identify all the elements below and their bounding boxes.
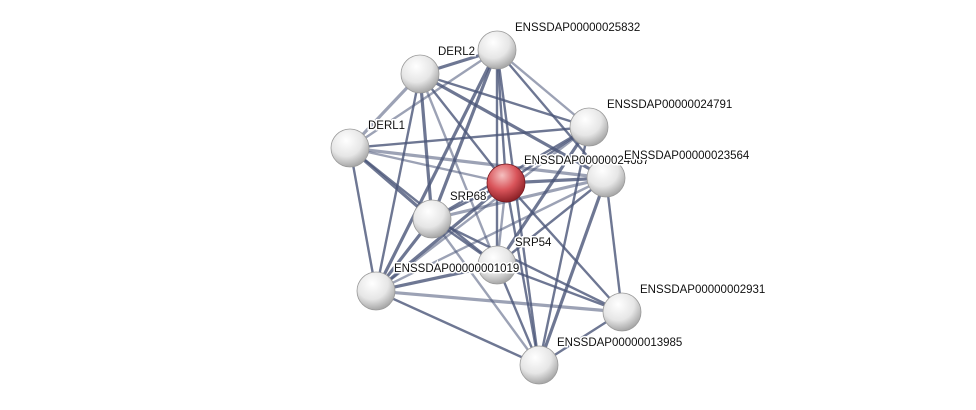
edge-derl2-srp68 (418, 73, 434, 220)
edge-n25832-center (495, 49, 508, 184)
edge-n25832-n13985 (495, 49, 541, 366)
node-label-n2931: ENSSDAP00000002931 (640, 284, 765, 296)
edge-n23564-n19 (375, 176, 607, 293)
edge-n25832-n24791 (496, 49, 590, 128)
node-srp54[interactable] (477, 245, 517, 285)
edge-srp54-n2931 (496, 263, 623, 314)
node-n13985[interactable] (519, 345, 559, 385)
edge-n24791-srp54 (495, 126, 591, 266)
edge-derl2-srp54 (418, 73, 499, 266)
edge-derl1-n19 (348, 147, 378, 292)
edge-srp68-n2931 (431, 217, 623, 314)
edge-derl2-n19 (374, 73, 422, 292)
node-center[interactable] (486, 163, 526, 203)
edge-derl1-n24791 (349, 125, 590, 150)
edge-n25832-n19 (374, 49, 499, 292)
node-srp68[interactable] (412, 199, 452, 239)
node-label-n24791: ENSSDAP00000024791 (607, 99, 732, 111)
edge-srp68-n13985 (431, 218, 540, 366)
edge-n24791-n19 (375, 126, 590, 292)
edge-n19-n13985 (375, 289, 540, 367)
edge-n25832-srp68 (430, 49, 499, 220)
edge-n19-n2931 (375, 289, 623, 314)
edge-center-n19 (374, 181, 508, 293)
node-n19[interactable] (356, 271, 396, 311)
node-label-n25832: ENSSDAP00000025832 (515, 22, 640, 34)
edge-derl2-n24791 (419, 72, 590, 129)
edge-center-n2931 (505, 182, 623, 313)
edge-srp54-n19 (375, 263, 498, 293)
node-label-derl1: DERL1 (368, 120, 405, 132)
edge-derl1-n23564 (349, 146, 607, 180)
node-label-derl2: DERL2 (438, 46, 475, 58)
node-label-n13985: ENSSDAP00000013985 (557, 337, 682, 349)
node-n2931[interactable] (602, 292, 642, 332)
node-label-center: ENSSDAP00000024687 (524, 155, 649, 167)
edge-n23564-n2931 (604, 177, 624, 313)
node-n23564[interactable] (586, 158, 626, 198)
node-derl1[interactable] (330, 128, 370, 168)
edge-derl2-n23564 (419, 72, 607, 180)
edge-n23564-srp54 (496, 177, 607, 266)
node-label-n19: ENSSDAP00000001019 (394, 263, 519, 275)
node-label-srp68: SRP68 (450, 191, 486, 203)
edge-derl1-center (349, 146, 507, 185)
edge-n23564-srp68 (431, 176, 607, 221)
node-derl2[interactable] (400, 54, 440, 94)
node-label-srp54: SRP54 (515, 237, 552, 249)
node-label-n23564: ENSSDAP00000023564 (624, 150, 750, 162)
node-n24791[interactable] (569, 107, 609, 147)
edge-n23564-n13985 (537, 177, 608, 366)
node-n25832[interactable] (477, 30, 517, 70)
